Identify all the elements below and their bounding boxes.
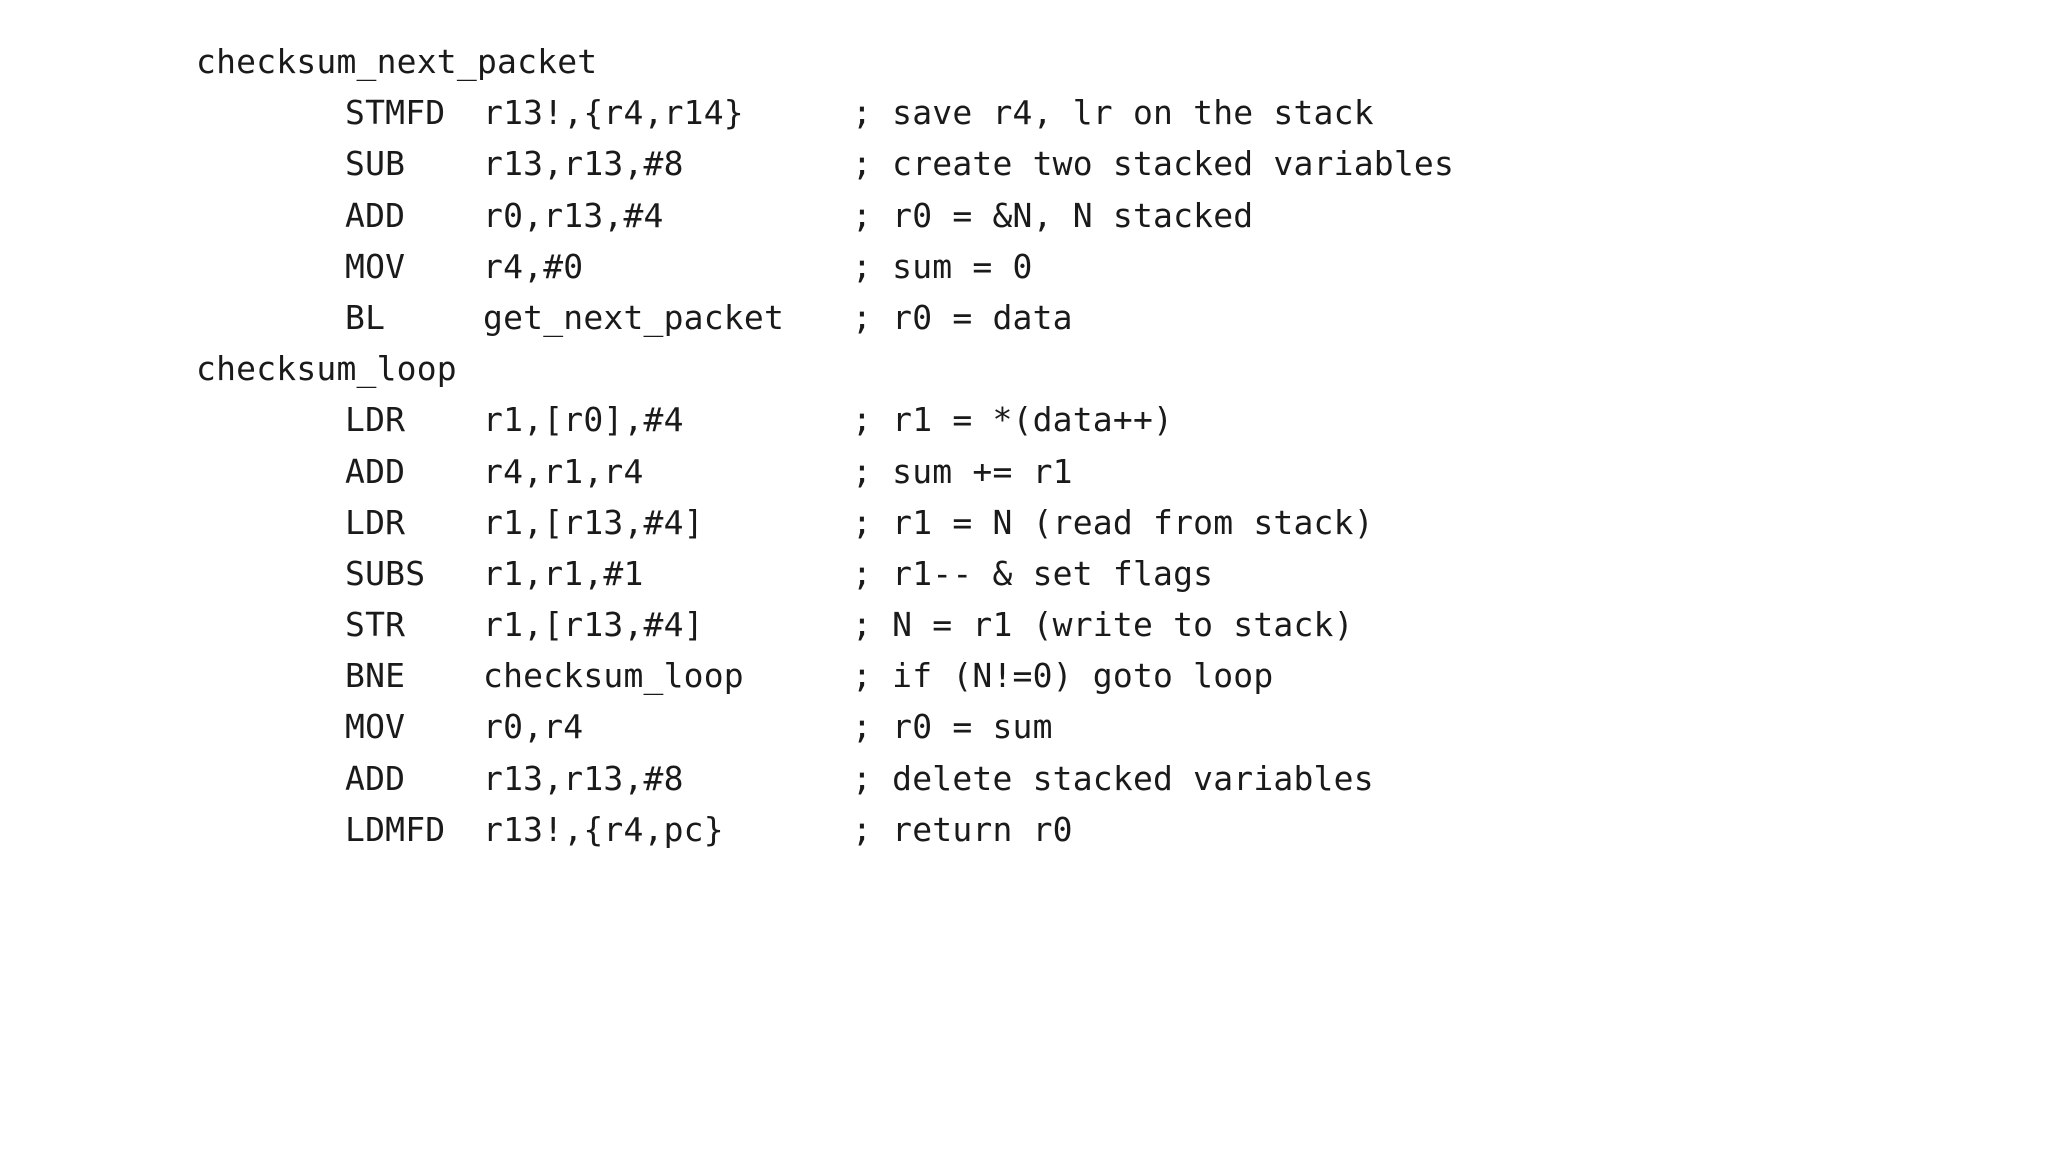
code-line: MOV r4,#0 ; sum = 0 [196, 241, 1996, 292]
code-mnemonic: MOV [345, 246, 406, 286]
code-mnemonic: ADD [345, 758, 406, 798]
code-mnemonic: BNE [345, 656, 406, 696]
code-line: checksum_loop [196, 343, 1996, 394]
code-line: LDR r1,[r13,#4] ; r1 = N (read from stack) [196, 497, 1996, 548]
code-label: checksum_loop [196, 349, 457, 389]
code-line: ADD r4,r1,r4 ; sum += r1 [196, 446, 1996, 497]
code-operands: r1,[r13,#4] [483, 502, 704, 542]
code-operands: r1,[r13,#4] [483, 605, 704, 645]
code-mnemonic: STR [345, 605, 406, 645]
code-comment: ; r1-- & set flags [852, 553, 1214, 593]
code-operands: r1,r1,#1 [483, 553, 644, 593]
code-operands: r13!,{r4,r14} [483, 93, 744, 133]
code-operands: r13!,{r4,pc} [483, 809, 724, 849]
code-operands: r4,r1,r4 [483, 451, 644, 491]
code-comment: ; r0 = data [852, 297, 1073, 337]
code-operands: r1,[r0],#4 [483, 400, 684, 440]
code-operands: get_next_packet [483, 297, 785, 337]
code-operands: r0,r4 [483, 707, 584, 747]
code-line: MOV r0,r4 ; r0 = sum [196, 701, 1996, 752]
code-mnemonic: LDR [345, 502, 406, 542]
code-comment: ; delete stacked variables [852, 758, 1374, 798]
code-comment: ; sum += r1 [852, 451, 1073, 491]
code-mnemonic: STMFD [345, 93, 446, 133]
code-line: checksum_next_packet [196, 36, 1996, 87]
code-operands: r13,r13,#8 [483, 758, 684, 798]
code-line: BNE checksum_loop ; if (N!=0) goto loop [196, 650, 1996, 701]
code-comment: ; N = r1 (write to stack) [852, 605, 1354, 645]
code-line: ADD r13,r13,#8 ; delete stacked variables [196, 753, 1996, 804]
code-comment: ; r0 = &N, N stacked [852, 195, 1254, 235]
code-label: checksum_next_packet [196, 42, 598, 81]
code-mnemonic: MOV [345, 707, 406, 747]
code-operands: checksum_loop [483, 656, 744, 696]
code-line: LDR r1,[r0],#4 ; r1 = *(data++) [196, 394, 1996, 445]
code-operands: r0,r13,#4 [483, 195, 664, 235]
code-comment: ; r1 = N (read from stack) [852, 502, 1374, 542]
code-line: BL get_next_packet ; r0 = data [196, 292, 1996, 343]
code-comment: ; r1 = *(data++) [852, 400, 1174, 440]
code-comment: ; return r0 [852, 809, 1073, 849]
code-line: STR r1,[r13,#4] ; N = r1 (write to stack) [196, 599, 1996, 650]
code-mnemonic: ADD [345, 195, 406, 235]
code-comment: ; if (N!=0) goto loop [852, 656, 1274, 696]
code-mnemonic: ADD [345, 451, 406, 491]
code-line: STMFD r13!,{r4,r14} ; save r4, lr on the s… [196, 87, 1996, 138]
code-comment: ; r0 = sum [852, 707, 1053, 747]
code-comment: ; create two stacked variables [852, 144, 1455, 184]
code-mnemonic: LDMFD [345, 809, 446, 849]
code-line: ADD r0,r13,#4 ; r0 = &N, N stacked [196, 190, 1996, 241]
code-comment: ; save r4, lr on the stack [852, 93, 1374, 133]
code-mnemonic: SUBS [345, 553, 426, 593]
code-mnemonic: BL [345, 297, 386, 337]
code-operands: r4,#0 [483, 246, 584, 286]
code-mnemonic: SUB [345, 144, 406, 184]
code-mnemonic: LDR [345, 400, 406, 440]
code-line: SUB r13,r13,#8 ; create two stacked variab… [196, 138, 1996, 189]
code-line: LDMFD r13!,{r4,pc} ; return r0 [196, 804, 1996, 855]
code-operands: r13,r13,#8 [483, 144, 684, 184]
code-comment: ; sum = 0 [852, 246, 1033, 286]
code-line: SUBS r1,r1,#1 ; r1-- & set flags [196, 548, 1996, 599]
